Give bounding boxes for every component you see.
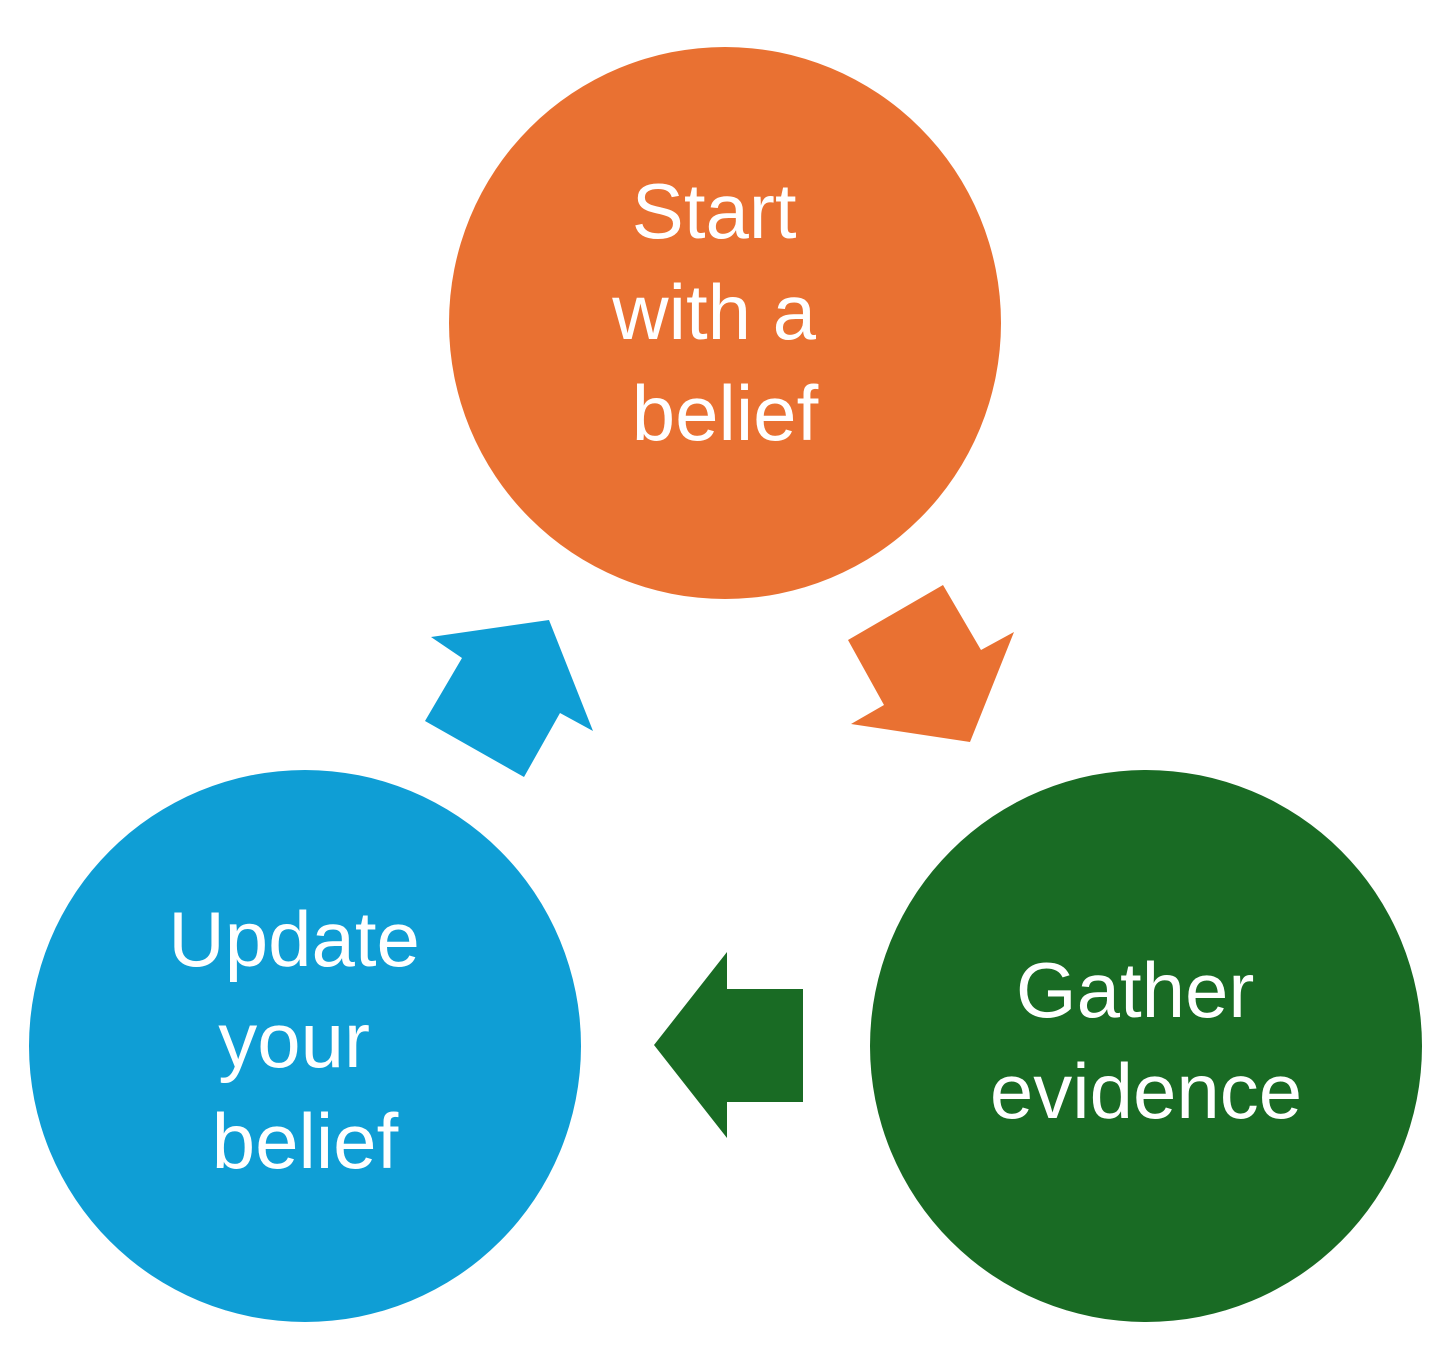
gather-node-label-line2: evidence: [990, 1047, 1302, 1135]
update-node-label-line1: Update: [168, 895, 420, 983]
gather-node-label: Gather evidence: [990, 946, 1302, 1135]
arrow-start-to-gather: [848, 585, 1014, 742]
start-node-label: Start with a belief: [611, 167, 837, 457]
start-node-label-line3: belief: [632, 369, 819, 457]
start-node-circle: [449, 47, 1001, 599]
start-node-label-line2: with a: [611, 268, 816, 356]
update-node-label-line2: your: [218, 996, 370, 1084]
update-node-circle: [29, 770, 581, 1322]
update-node-label-line3: belief: [212, 1097, 399, 1185]
arrow-gather-to-update: [654, 952, 803, 1138]
arrow-update-to-start: [425, 620, 593, 777]
start-node-label-line1: Start: [632, 167, 797, 255]
gather-node-label-line1: Gather: [1016, 946, 1254, 1034]
update-node-label: Update your belief: [168, 895, 441, 1185]
gather-node-circle: [870, 770, 1422, 1322]
